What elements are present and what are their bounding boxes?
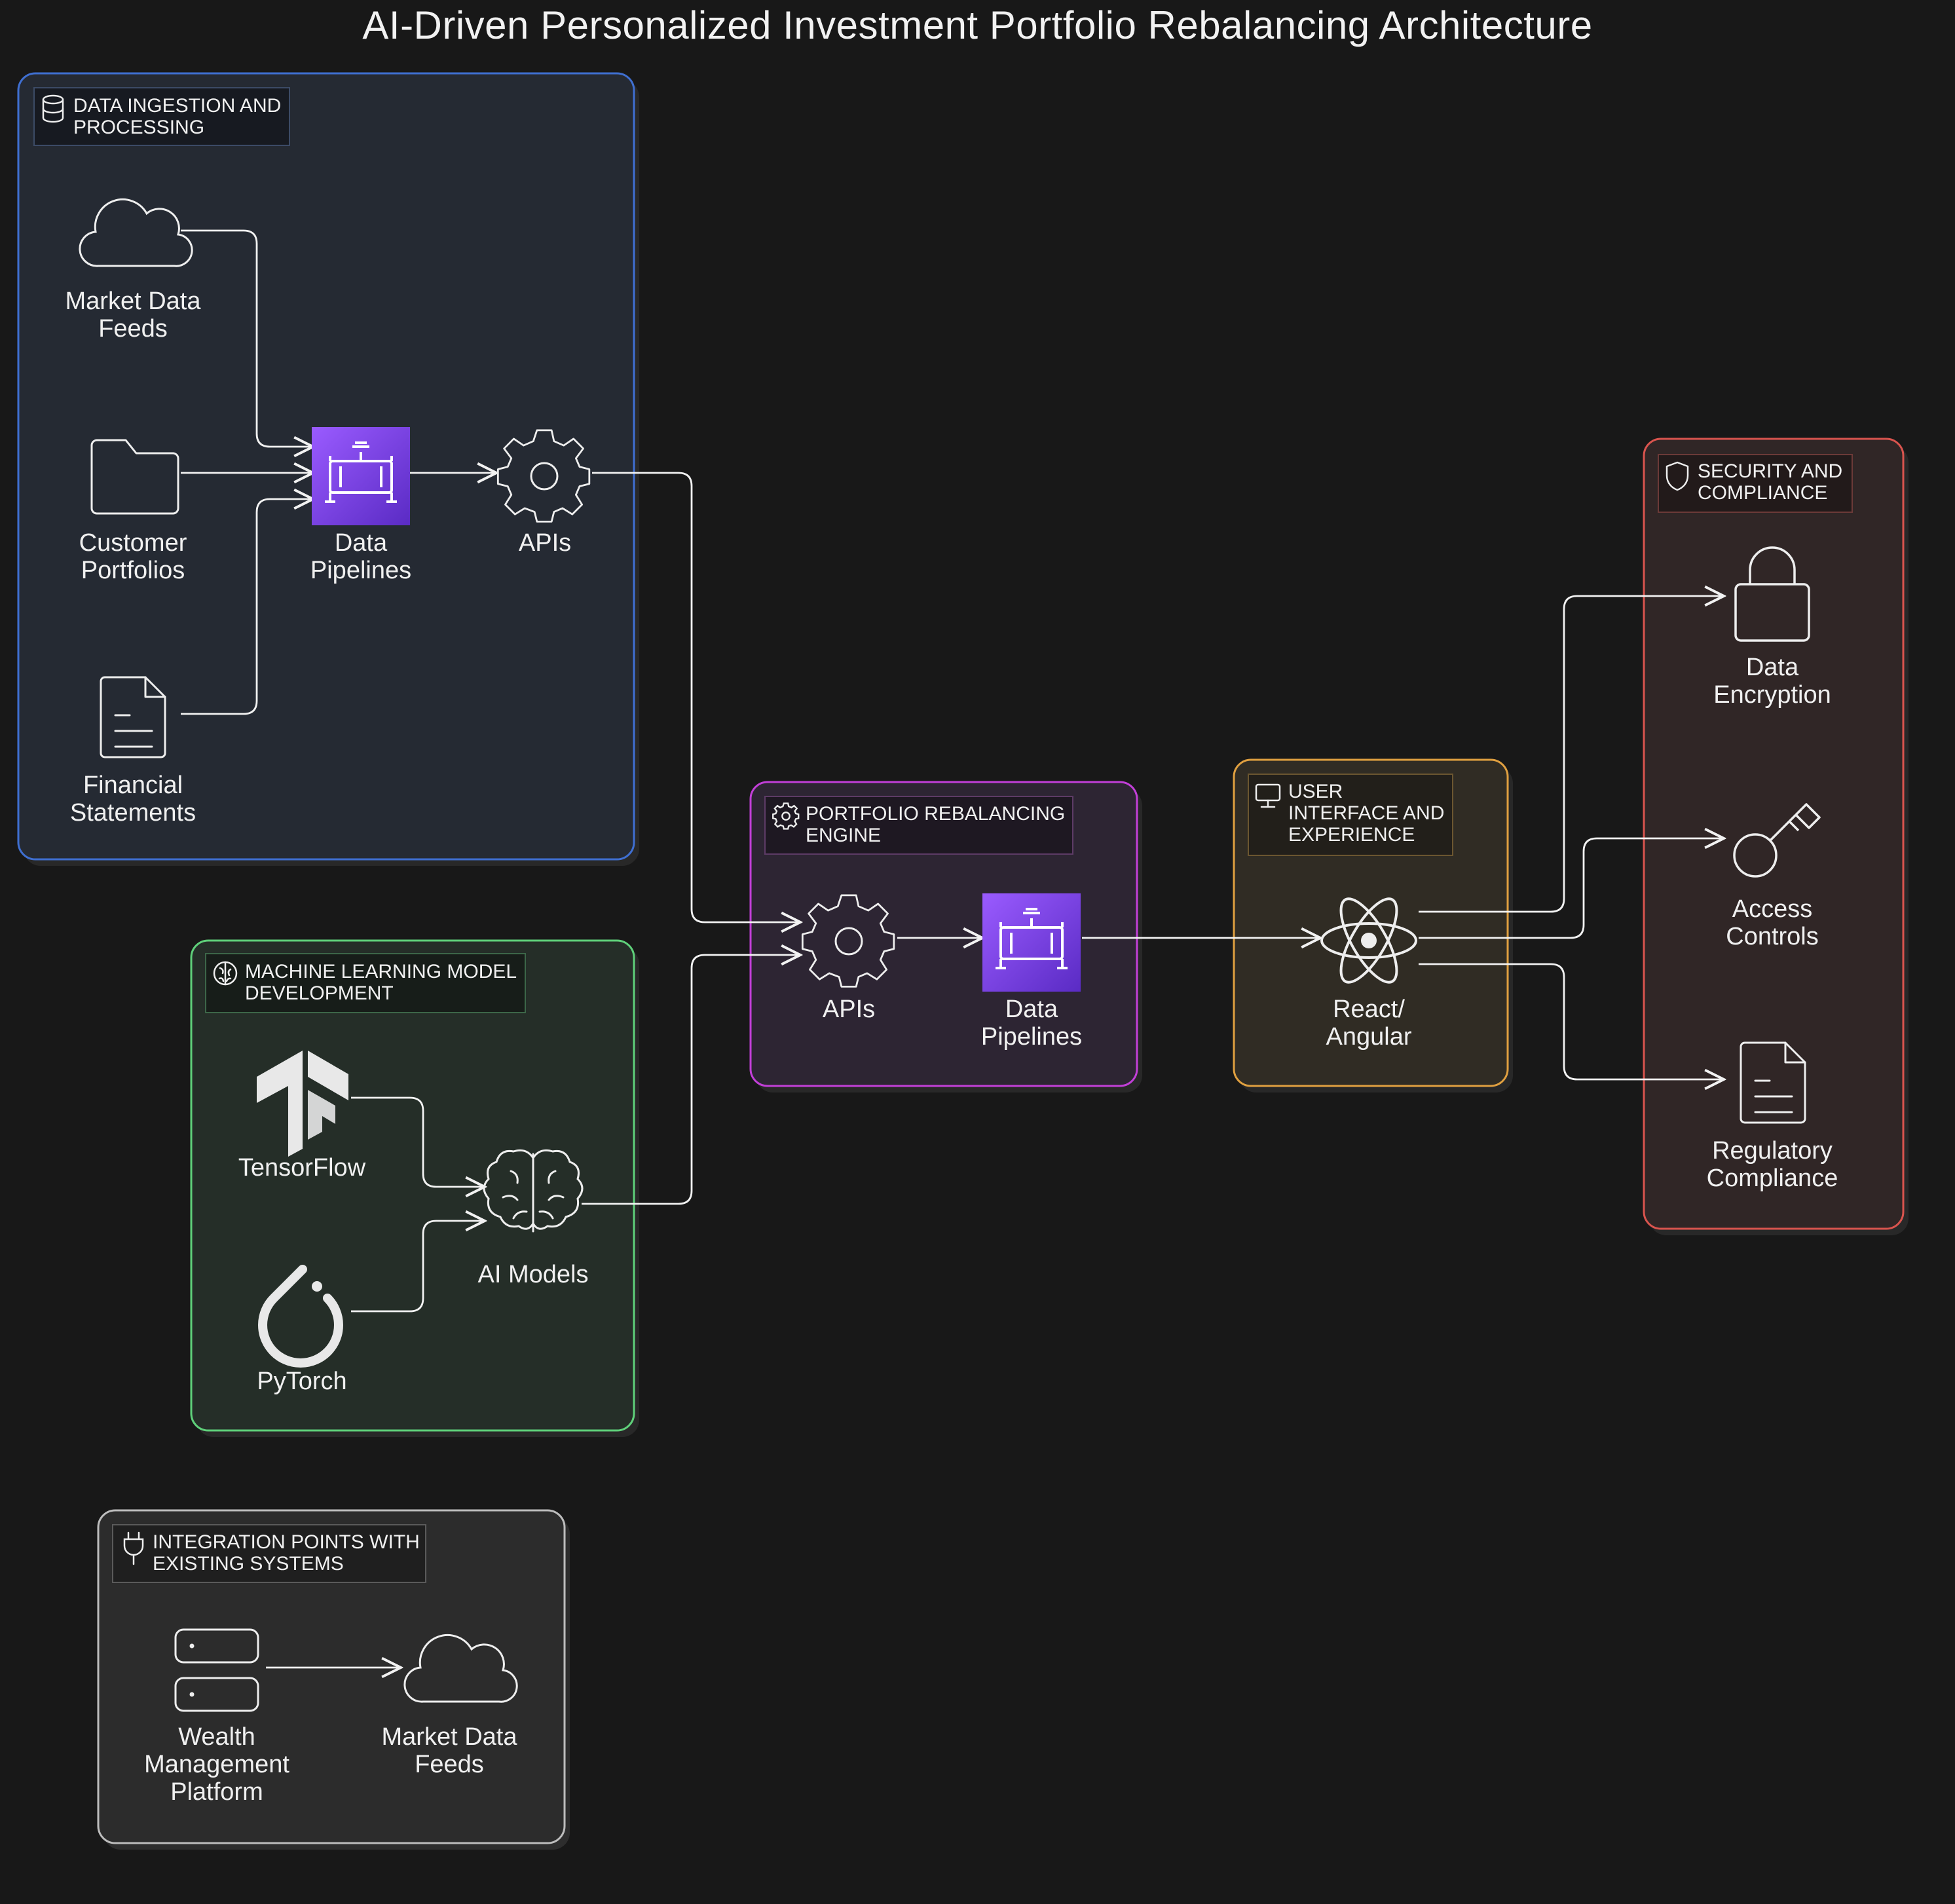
data-pipelines-ingest-label: Data Pipelines (310, 529, 412, 584)
react-angular-label: React/ Angular (1326, 996, 1412, 1051)
ui-header-tag (1248, 774, 1453, 856)
group-ml (190, 939, 639, 1437)
pytorch-label: PyTorch (257, 1368, 347, 1395)
market-data-feeds-label: Market Data Feeds (65, 288, 201, 343)
key-icon (1733, 803, 1821, 878)
edge-tensorflow-to-ai-models (351, 1096, 485, 1187)
group-security (1643, 438, 1908, 1235)
gear-icon (801, 894, 895, 988)
market-data-feeds-2-label: Market Data Feeds (381, 1723, 517, 1778)
pipeline-icon (312, 427, 410, 525)
edge-market-data-to-pipelines (181, 229, 313, 447)
edge-apis-to-engine-apis (592, 472, 800, 922)
edge-pytorch-to-ai-models (351, 1221, 485, 1313)
brain-icon (213, 961, 238, 986)
integration-header-tag (112, 1524, 426, 1583)
edge-financial-statements-to-pipelines (181, 499, 313, 715)
pipeline-icon (982, 893, 1081, 992)
group-integration (97, 1509, 570, 1850)
pytorch-icon (258, 1265, 343, 1368)
plug-icon (123, 1531, 144, 1565)
gear-icon (772, 802, 800, 830)
diagram-title: AI-Driven Personalized Investment Portfo… (362, 3, 1593, 47)
tensorflow-label: TensorFlow (238, 1154, 366, 1182)
folder-icon (90, 439, 179, 515)
edge-react-to-access (1419, 838, 1724, 939)
data-encryption-label: Data Encryption (1713, 654, 1831, 709)
integration-group-label: INTEGRATION POINTS WITH EXISTING SYSTEMS (153, 1531, 420, 1575)
customer-portfolios-label: Customer Portfolios (79, 529, 187, 584)
document-icon (1740, 1041, 1806, 1124)
data-pipelines-engine-label: Data Pipelines (980, 996, 1083, 1051)
engine-header-tag (764, 796, 1073, 855)
financial-statements-label: Financial Statements (69, 772, 196, 827)
apis-ingest-label: APIs (518, 529, 572, 557)
ui-group-label: USER INTERFACE AND EXPERIENCE (1288, 781, 1445, 846)
apis-engine-label: APIs (822, 996, 876, 1023)
edge-ai-models-to-engine-apis (582, 955, 800, 1205)
ml-group-label: MACHINE LEARNING MODEL DEVELOPMENT (245, 961, 517, 1004)
lock-icon (1734, 546, 1810, 642)
group-engine (749, 781, 1142, 1092)
edges (181, 229, 1724, 1668)
wealth-platform-label: Wealth Management Platform (144, 1723, 289, 1806)
ingestion-group-label: DATA INGESTION AND PROCESSING (73, 95, 282, 138)
edge-react-to-compliance (1419, 963, 1724, 1079)
ml-header-tag (205, 953, 526, 1013)
regulatory-compliance-label: Regulatory Compliance (1706, 1137, 1838, 1192)
brain-icon (483, 1149, 584, 1233)
gear-icon (496, 429, 591, 523)
ingestion-header-tag (33, 87, 290, 146)
tensorflow-icon (257, 1051, 348, 1157)
monitor-icon (1255, 783, 1281, 808)
shield-icon (1666, 461, 1689, 491)
access-controls-label: Access Controls (1726, 895, 1819, 950)
react-icon (1320, 897, 1417, 984)
document-icon (100, 676, 166, 758)
security-group-label: SECURITY AND COMPLIANCE (1698, 460, 1843, 504)
engine-group-label: PORTFOLIO REBALANCING ENGINE (806, 803, 1066, 846)
ai-models-label: AI Models (477, 1261, 589, 1288)
security-header-tag (1658, 454, 1853, 513)
cloud-icon (403, 1633, 518, 1703)
database-icon (42, 94, 64, 123)
cloud-icon (79, 198, 193, 267)
edge-react-to-encryption (1419, 596, 1724, 913)
server-icon (174, 1628, 259, 1712)
